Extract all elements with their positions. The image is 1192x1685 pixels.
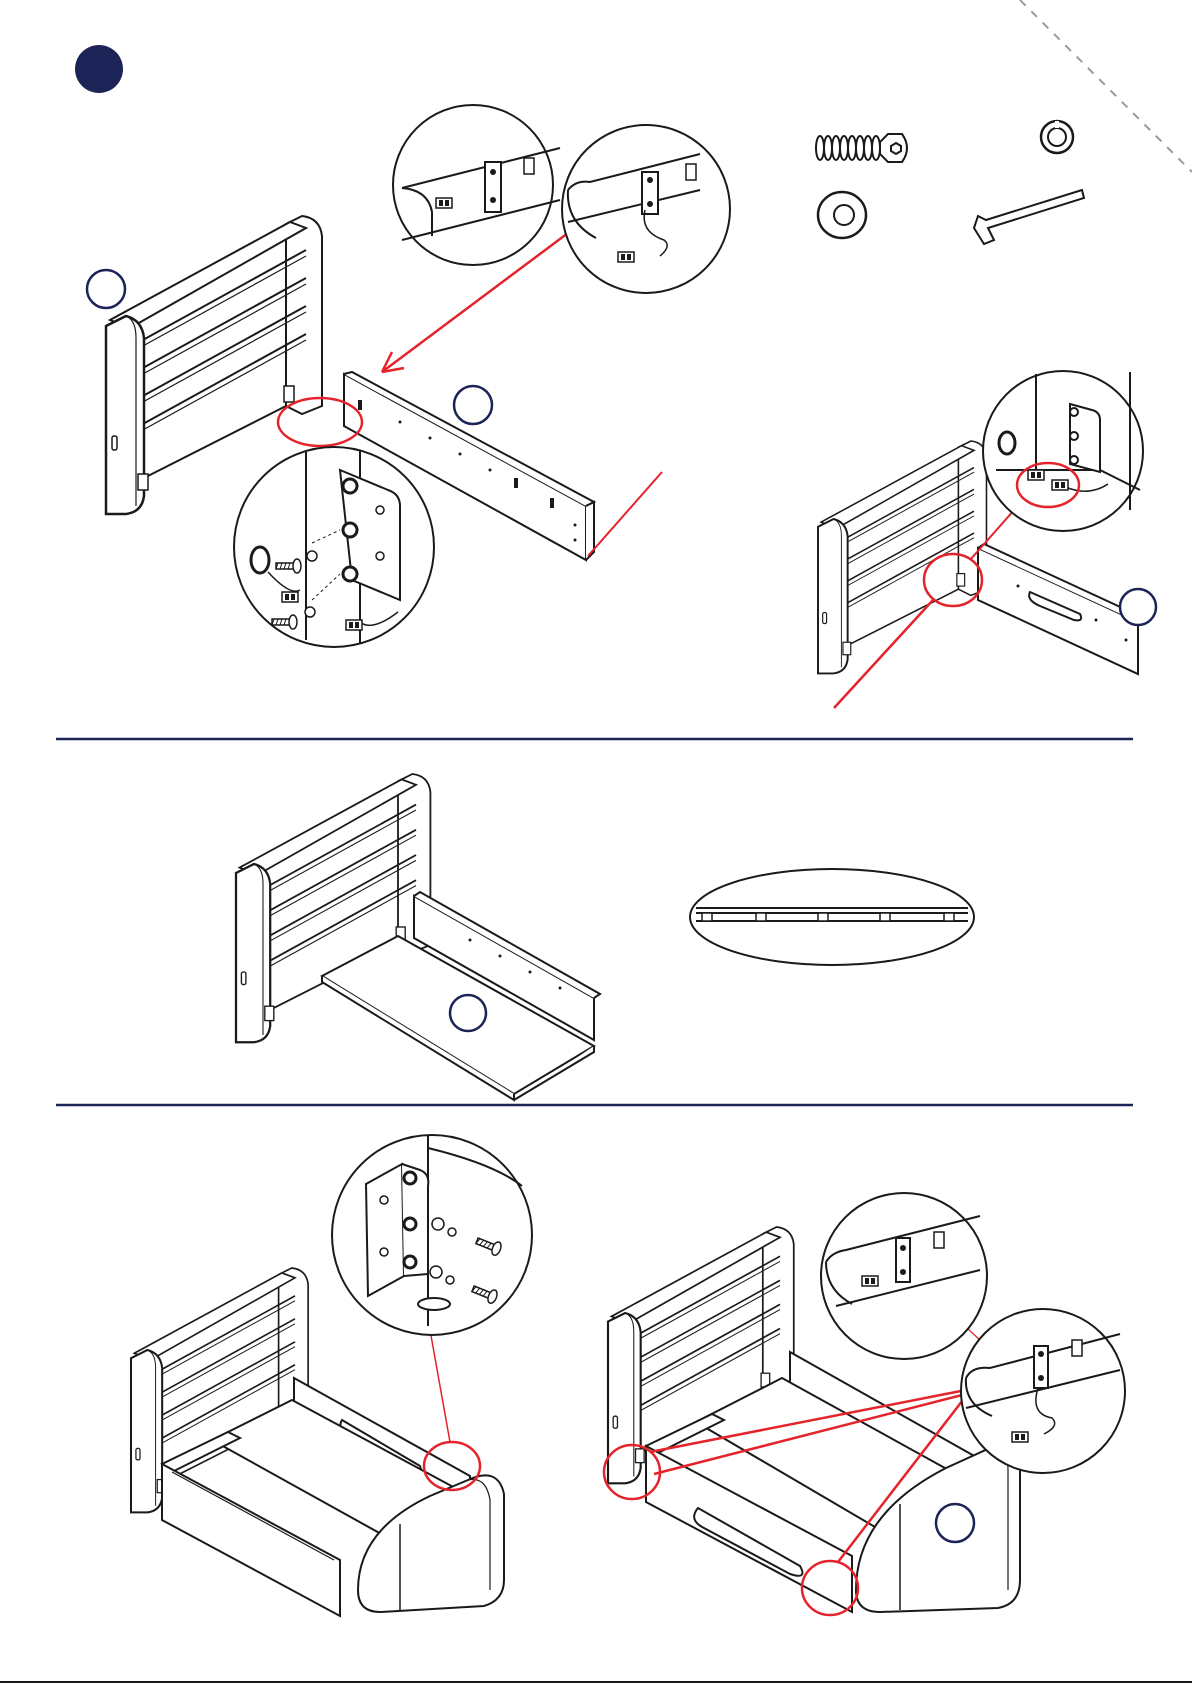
part-badge-footboard: [936, 1504, 974, 1542]
section-attach-side-rails: [87, 105, 1156, 708]
section-insert-base-board: [236, 774, 974, 1100]
zoom-footboard-bracket-a: [821, 1193, 987, 1359]
spring-washer-icon: [1041, 121, 1073, 153]
zoom-footboard-bracket-b: [961, 1309, 1125, 1473]
flat-washer-icon: [818, 192, 866, 238]
part-badge-headboard: [87, 270, 125, 308]
part-badge-side-rail-left: [454, 386, 492, 424]
headboard-right-drawing: [818, 441, 986, 673]
zoom-connector-detail-right: [983, 371, 1143, 531]
zoom-bracket-detail-a: [393, 105, 560, 265]
section-attach-footboard: [131, 1135, 1125, 1616]
step-number-badge: [75, 45, 123, 93]
zoom-bolt-detail: [234, 447, 434, 647]
allen-key-icon: [974, 190, 1084, 244]
zoom-footboard-bolts: [332, 1135, 532, 1335]
callout-line-rail-end: [588, 472, 662, 556]
zoom-bracket-detail-b: [562, 125, 730, 293]
callout-line-footboard-left: [430, 1330, 450, 1442]
part-badge-base-board: [450, 995, 486, 1031]
part-badge-side-rail-right: [1120, 589, 1156, 625]
bolt-icon: [816, 134, 907, 162]
zoom-base-board-edge: [690, 869, 974, 965]
